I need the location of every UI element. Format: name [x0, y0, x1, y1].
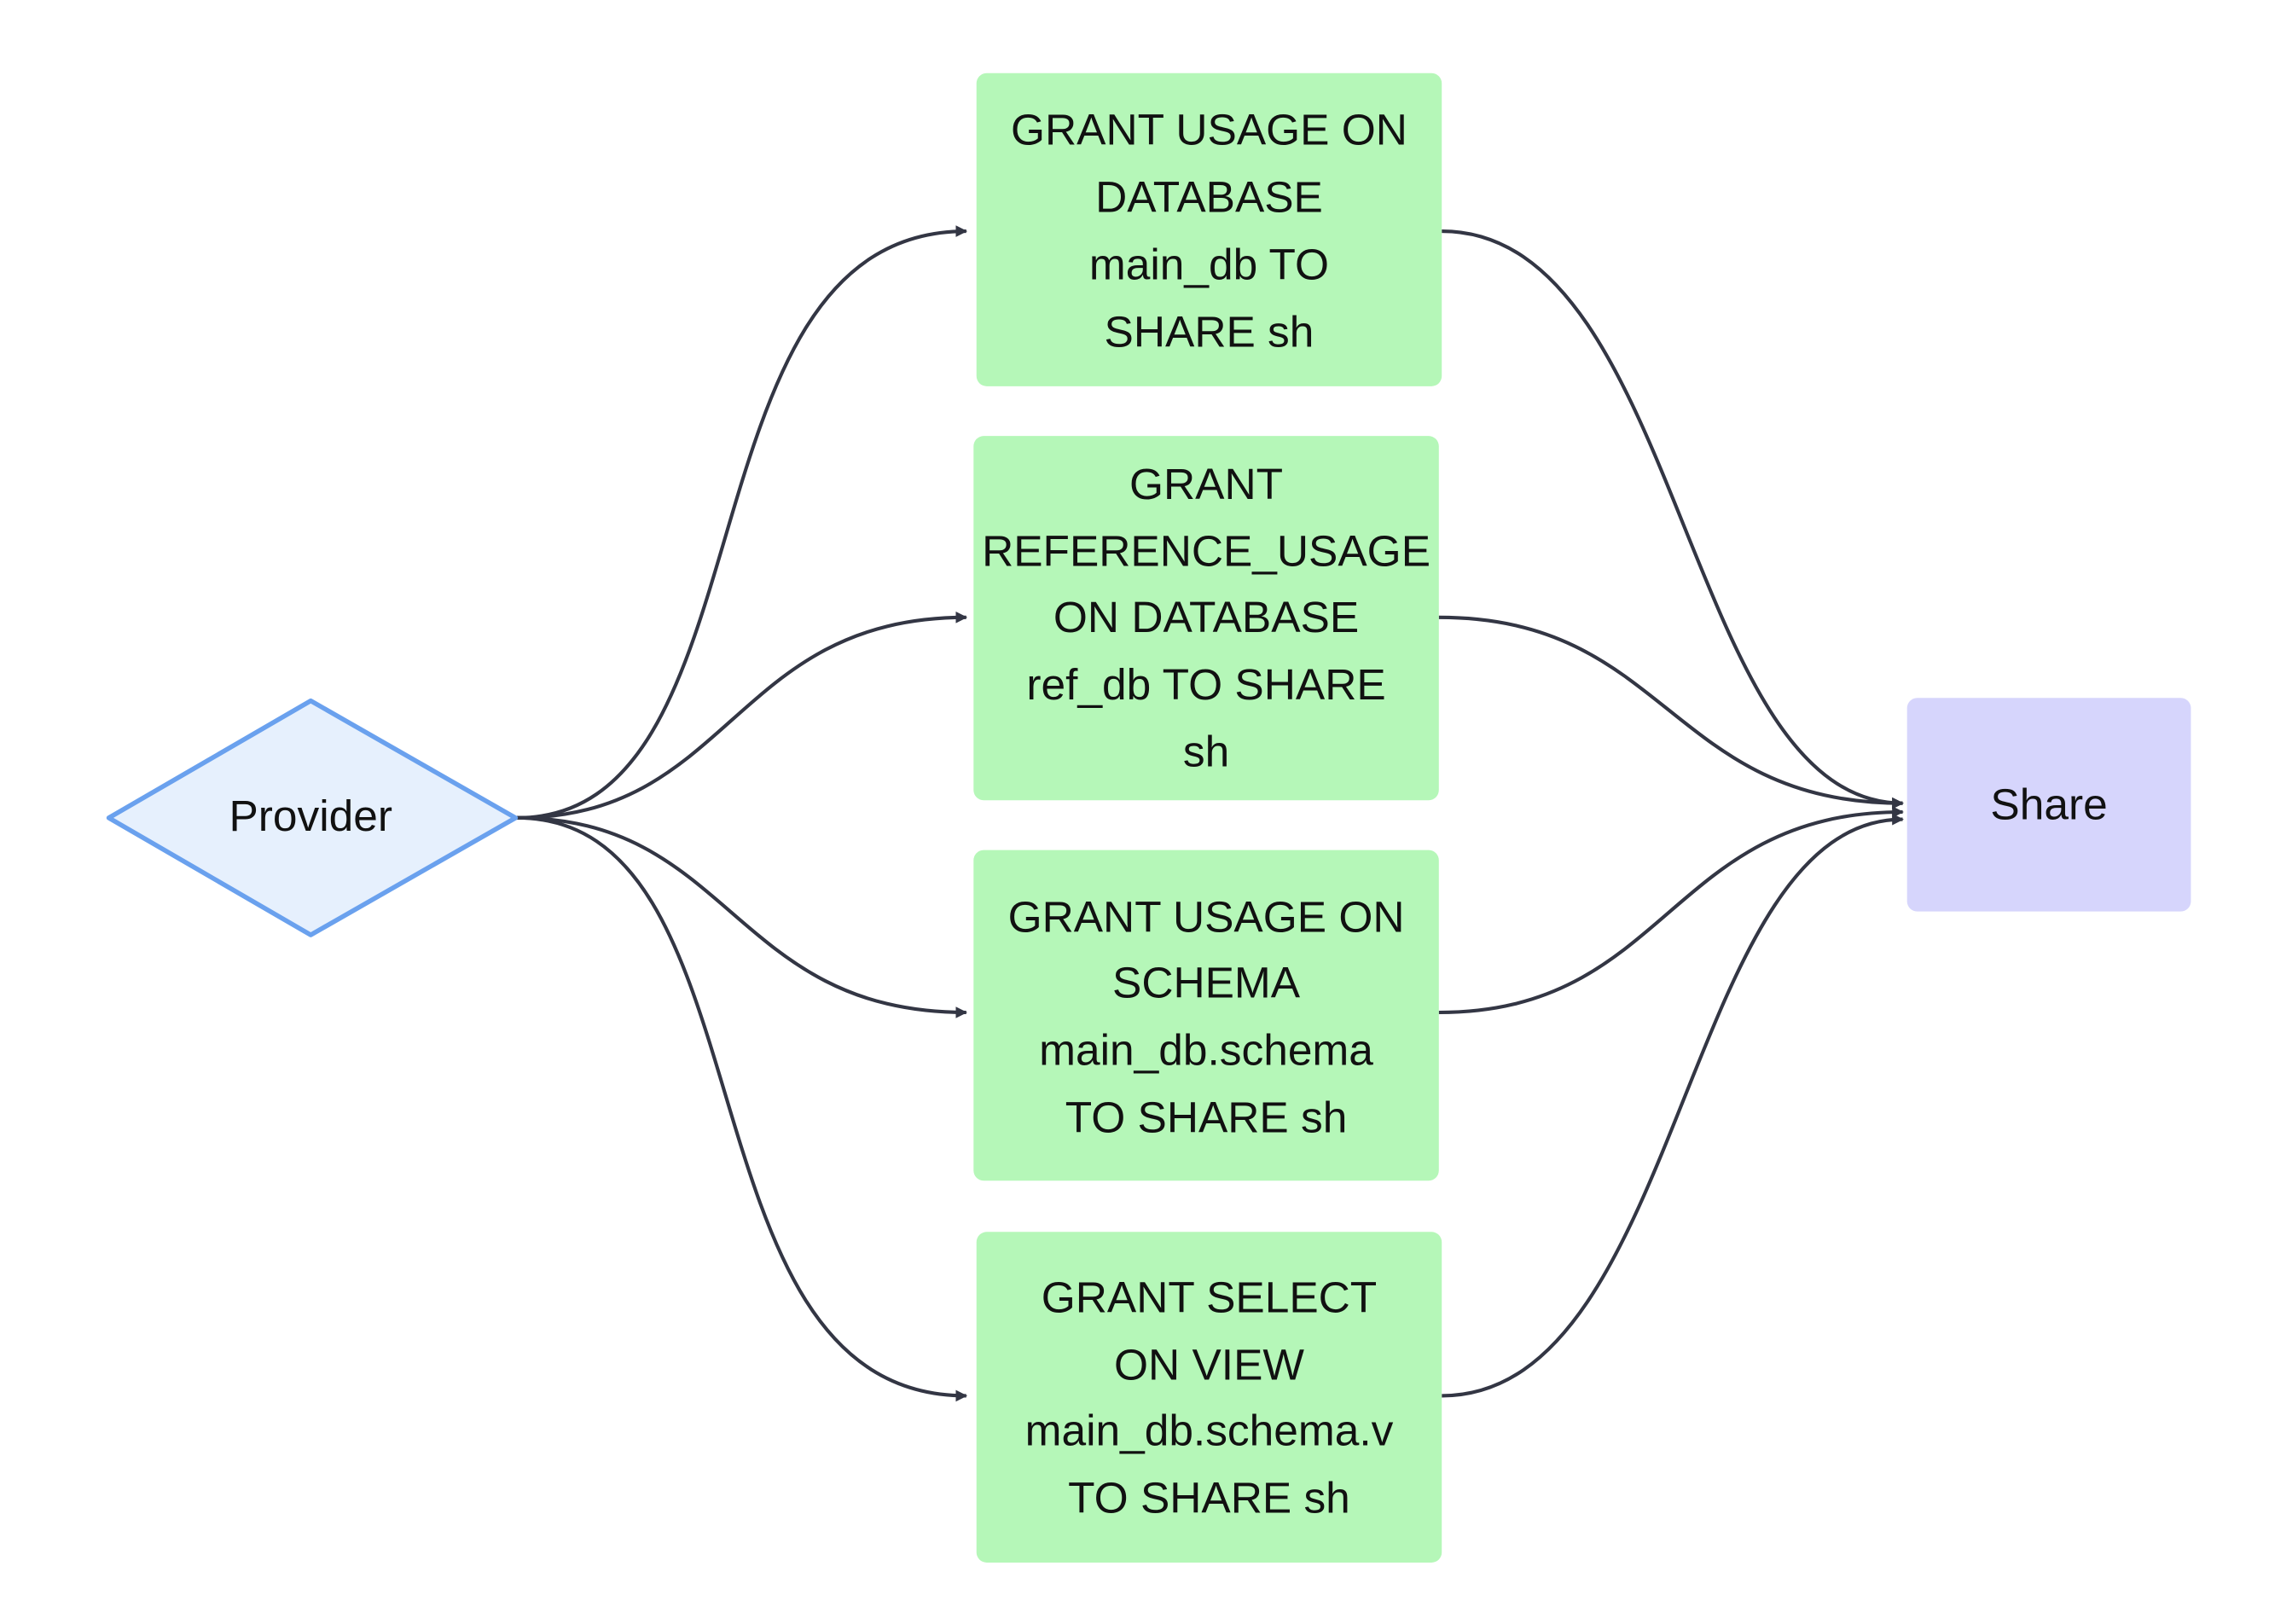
edge-provider-to-grant-select-view: [517, 815, 968, 1402]
edge-grant-select-view-to-share: [1442, 813, 1904, 1398]
provider-diamond-shape: [106, 698, 519, 937]
grant-reference-usage-box: [973, 436, 1439, 801]
edge-provider-to-grant-usage-schema: [517, 815, 968, 1018]
grant-select-view-line-1: GRANT SELECT: [1042, 1273, 1377, 1322]
edge-grant-usage-db-to-share: [1442, 229, 1904, 809]
grant-reference-usage-line-1: GRANT: [1129, 459, 1283, 508]
edge-grant-usage-schema-to-share: [1438, 806, 1904, 1015]
grant-reference-usage-line-4: ref_db TO SHARE: [1026, 659, 1385, 709]
provider-node[interactable]: Provider: [106, 698, 519, 937]
share-node[interactable]: Share: [1906, 698, 2191, 912]
grant-usage-schema-line-2: SCHEMA: [1112, 958, 1301, 1007]
edge-grant-reference-usage-to-share: [1438, 615, 1904, 809]
grant-usage-database-box: [976, 72, 1442, 386]
provider-label: Provider: [229, 791, 393, 840]
grant-reference-usage-node[interactable]: GRANT REFERENCE_USAGE ON DATABASE ref_db…: [973, 436, 1439, 801]
grant-usage-schema-box: [973, 850, 1439, 1181]
share-label: Share: [1990, 779, 2107, 828]
edge-provider-to-grant-reference-usage: [517, 612, 968, 820]
grant-usage-database-line-2: DATABASE: [1095, 172, 1323, 222]
grant-usage-database-node[interactable]: GRANT USAGE ON DATABASE main_db TO SHARE…: [976, 72, 1442, 386]
share-box: [1906, 698, 2191, 912]
grant-usage-database-line-1: GRANT USAGE ON: [1011, 105, 1407, 154]
grant-usage-database-line-4: SHARE sh: [1105, 306, 1314, 356]
grant-usage-database-line-3: main_db TO: [1089, 239, 1329, 288]
grant-select-view-node[interactable]: GRANT SELECT ON VIEW main_db.schema.v TO…: [976, 1232, 1442, 1563]
edge-provider-to-grant-usage-db: [517, 225, 968, 820]
grant-usage-schema-line-4: TO SHARE sh: [1065, 1093, 1348, 1142]
grant-select-view-line-4: TO SHARE sh: [1068, 1473, 1350, 1522]
grant-usage-schema-line-3: main_db.schema: [1039, 1025, 1373, 1075]
grant-select-view-line-2: ON VIEW: [1114, 1339, 1304, 1389]
grant-reference-usage-line-2: REFERENCE_USAGE: [982, 526, 1430, 576]
grant-usage-schema-line-1: GRANT USAGE ON: [1008, 892, 1405, 942]
grant-usage-schema-node[interactable]: GRANT USAGE ON SCHEMA main_db.schema TO …: [973, 850, 1439, 1181]
grant-reference-usage-line-5: sh: [1183, 727, 1229, 776]
grant-reference-usage-line-3: ON DATABASE: [1053, 592, 1359, 641]
grant-select-view-line-3: main_db.schema.v: [1025, 1406, 1394, 1455]
grant-select-view-box: [976, 1232, 1442, 1563]
